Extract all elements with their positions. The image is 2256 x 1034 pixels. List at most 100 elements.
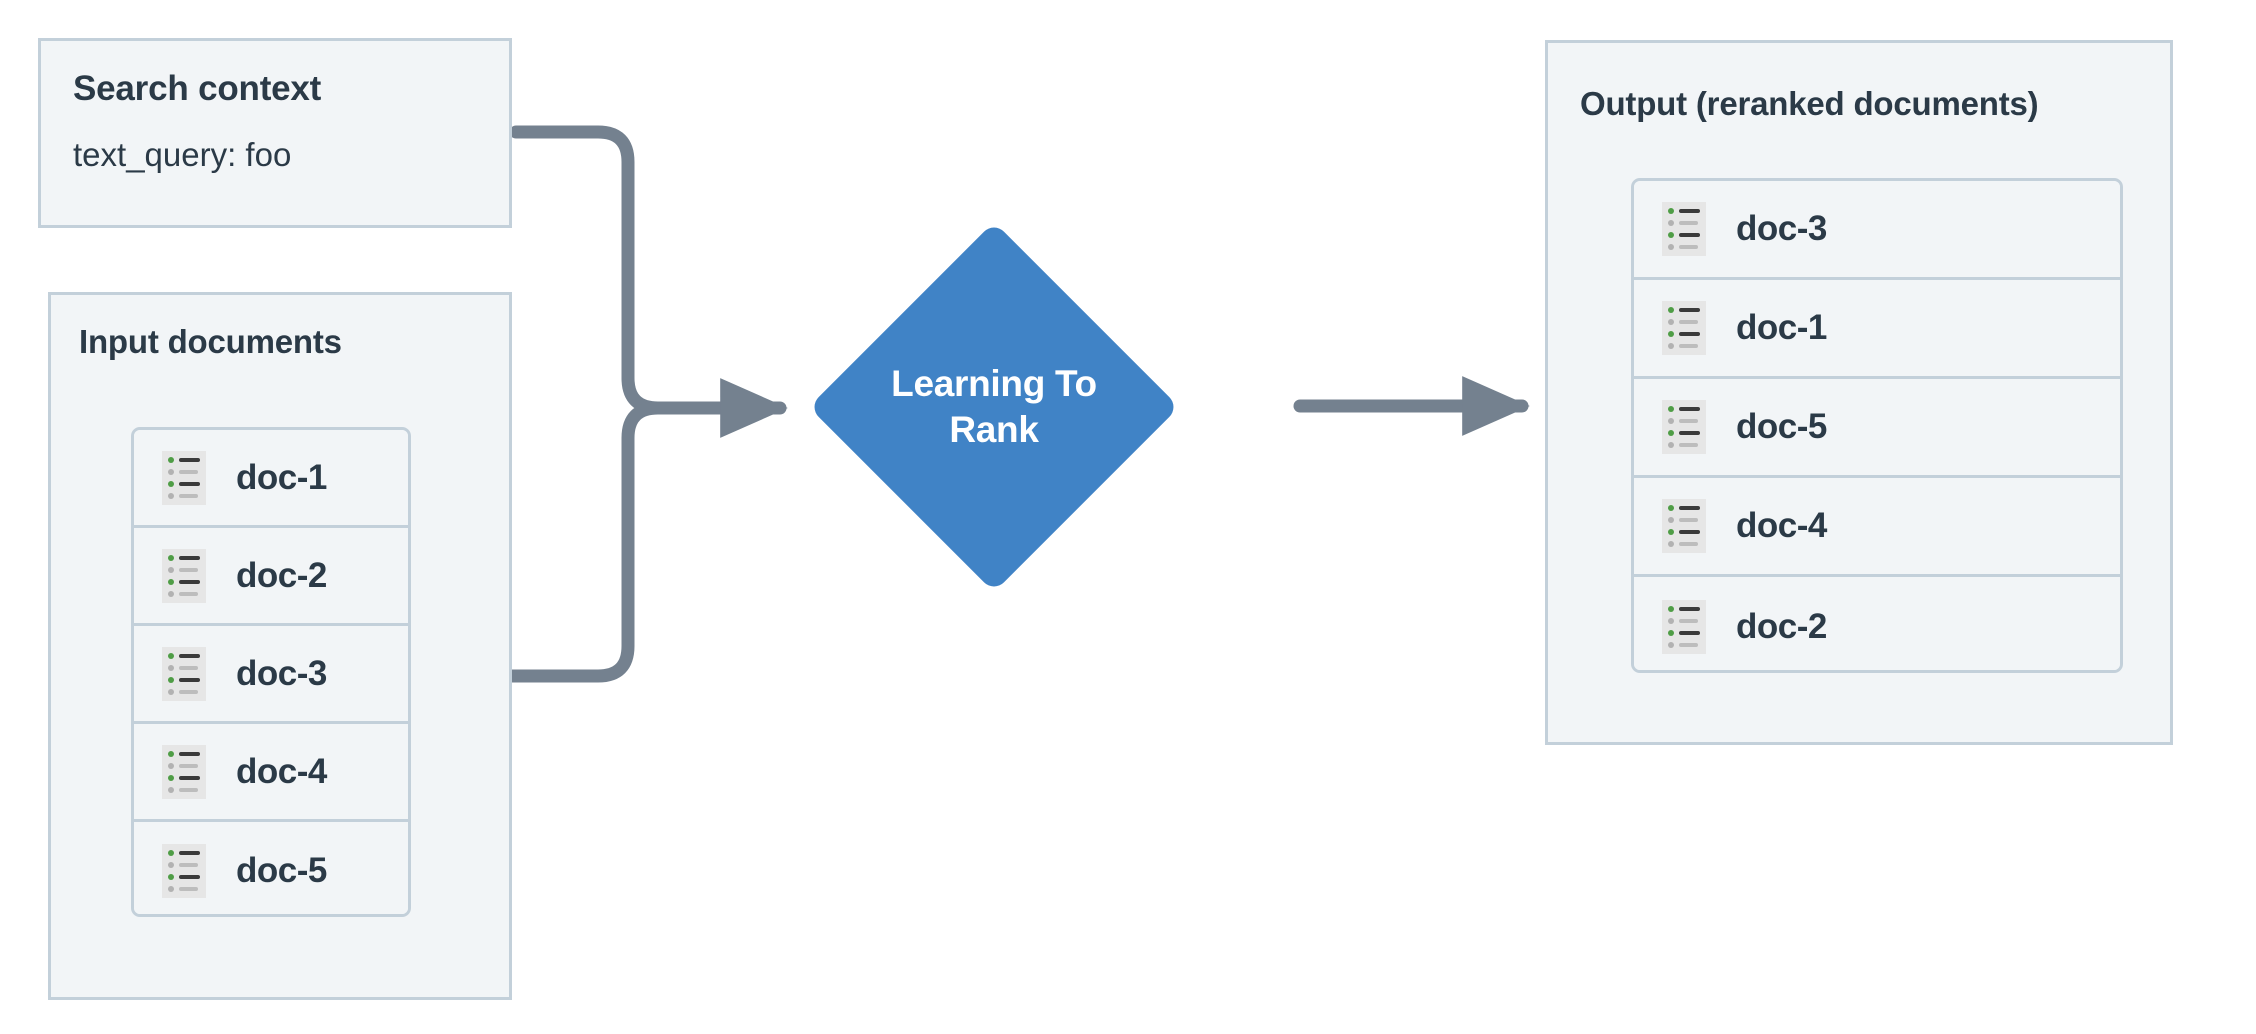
document-icon-row xyxy=(168,554,200,561)
document-icon-line xyxy=(179,591,198,596)
document-icon-row xyxy=(1668,220,1700,226)
document-icon-line xyxy=(179,875,200,879)
document-icon-line xyxy=(1679,618,1698,623)
document-icon-bullet xyxy=(168,762,174,769)
document-label: doc-5 xyxy=(1736,407,1827,446)
document-icon-row xyxy=(168,456,200,463)
document-icon-line xyxy=(1679,344,1698,348)
document-icon-line xyxy=(179,763,198,768)
document-icon-row xyxy=(1668,641,1700,648)
document-icon-bullet xyxy=(1668,232,1674,238)
document-label: doc-1 xyxy=(236,457,327,497)
document-icon-bullet xyxy=(168,774,174,781)
learning-to-rank-label: Learning To Rank xyxy=(891,363,1097,450)
document-icon-row xyxy=(168,786,200,793)
document-row[interactable]: doc-1 xyxy=(1634,280,2120,379)
document-row[interactable]: doc-4 xyxy=(1634,478,2120,577)
document-icon-line xyxy=(179,567,198,572)
document-label: doc-3 xyxy=(236,653,327,693)
learning-to-rank-node[interactable]: Learning To Rank xyxy=(808,221,1180,593)
document-icon-row xyxy=(1668,343,1700,349)
document-icon-line xyxy=(179,677,200,682)
document-icon-bullet xyxy=(168,590,174,597)
document-icon-bullet xyxy=(168,456,174,463)
document-icon-bullet xyxy=(1668,331,1674,337)
document-icon-bullet xyxy=(168,862,174,868)
document-icon-row xyxy=(1668,629,1700,636)
document-icon-bullet xyxy=(168,786,174,793)
document-icon-line xyxy=(179,775,200,780)
document-row[interactable]: doc-3 xyxy=(134,626,408,724)
document-icon-row xyxy=(168,762,200,769)
document-icon-bullet xyxy=(168,676,174,683)
document-icon-bullet xyxy=(168,554,174,561)
document-icon-line xyxy=(1679,233,1700,237)
document-icon-row xyxy=(168,688,200,695)
document-icon-bullet xyxy=(1668,430,1674,436)
document-row[interactable]: doc-2 xyxy=(1634,577,2120,670)
document-label: doc-4 xyxy=(236,751,327,791)
document-icon-line xyxy=(1679,308,1700,312)
document-icon-bullet xyxy=(1668,517,1674,523)
document-icon-line xyxy=(179,493,198,498)
document-icon-row xyxy=(1668,617,1700,624)
document-icon-line xyxy=(179,689,198,694)
document-icon-bullet xyxy=(168,468,174,475)
document-icon-bullet xyxy=(168,664,174,671)
document-icon-row xyxy=(1668,331,1700,337)
document-icon-row xyxy=(168,676,200,683)
document-list-icon xyxy=(162,646,206,701)
document-icon-row xyxy=(168,886,200,892)
document-icon-bullet xyxy=(168,874,174,880)
document-icon-bullet xyxy=(1668,629,1674,636)
document-icon-bullet xyxy=(1668,208,1674,214)
document-icon-line xyxy=(1679,320,1698,324)
document-row[interactable]: doc-5 xyxy=(1634,379,2120,478)
document-icon-row xyxy=(168,862,200,868)
document-icon-line xyxy=(1679,606,1700,611)
document-icon-line xyxy=(179,555,200,560)
document-row[interactable]: doc-3 xyxy=(1634,181,2120,280)
document-icon-row xyxy=(168,566,200,573)
document-list-icon xyxy=(162,744,206,799)
document-icon-bullet xyxy=(1668,605,1674,612)
document-icon-bullet xyxy=(168,566,174,573)
document-icon-line xyxy=(1679,530,1700,534)
document-icon-row xyxy=(1668,319,1700,325)
document-icon-line xyxy=(179,851,200,855)
output-title: Output (reranked documents) xyxy=(1580,85,2039,122)
document-icon-row xyxy=(1668,418,1700,424)
document-icon-line xyxy=(179,665,198,670)
document-icon-row xyxy=(1668,442,1700,448)
document-icon-row xyxy=(168,492,200,499)
document-icon-line xyxy=(179,579,200,584)
document-icon-row xyxy=(1668,505,1700,511)
document-icon-row xyxy=(168,850,200,856)
document-icon-bullet xyxy=(1668,418,1674,424)
document-icon-bullet xyxy=(1668,617,1674,624)
document-row[interactable]: doc-1 xyxy=(134,430,408,528)
document-icon-row xyxy=(168,874,200,880)
document-icon-line xyxy=(1679,419,1698,423)
document-row[interactable]: doc-5 xyxy=(134,822,408,914)
document-row[interactable]: doc-4 xyxy=(134,724,408,822)
document-icon-line xyxy=(1679,506,1700,510)
document-icon-line xyxy=(1679,642,1698,647)
search-context-query-text: text_query: foo xyxy=(73,136,292,173)
document-icon-bullet xyxy=(168,886,174,892)
document-icon-bullet xyxy=(168,652,174,659)
document-label: doc-5 xyxy=(236,851,327,890)
document-label: doc-4 xyxy=(1736,506,1827,545)
document-list-icon xyxy=(162,844,206,898)
document-label: doc-2 xyxy=(1736,606,1827,646)
document-icon-line xyxy=(1679,221,1698,225)
document-icon-row xyxy=(1668,517,1700,523)
document-icon-bullet xyxy=(168,492,174,499)
document-icon-row xyxy=(1668,406,1700,412)
document-row[interactable]: doc-2 xyxy=(134,528,408,626)
document-icon-line xyxy=(179,751,200,756)
document-list-icon xyxy=(1662,202,1706,256)
document-icon-row xyxy=(1668,541,1700,547)
